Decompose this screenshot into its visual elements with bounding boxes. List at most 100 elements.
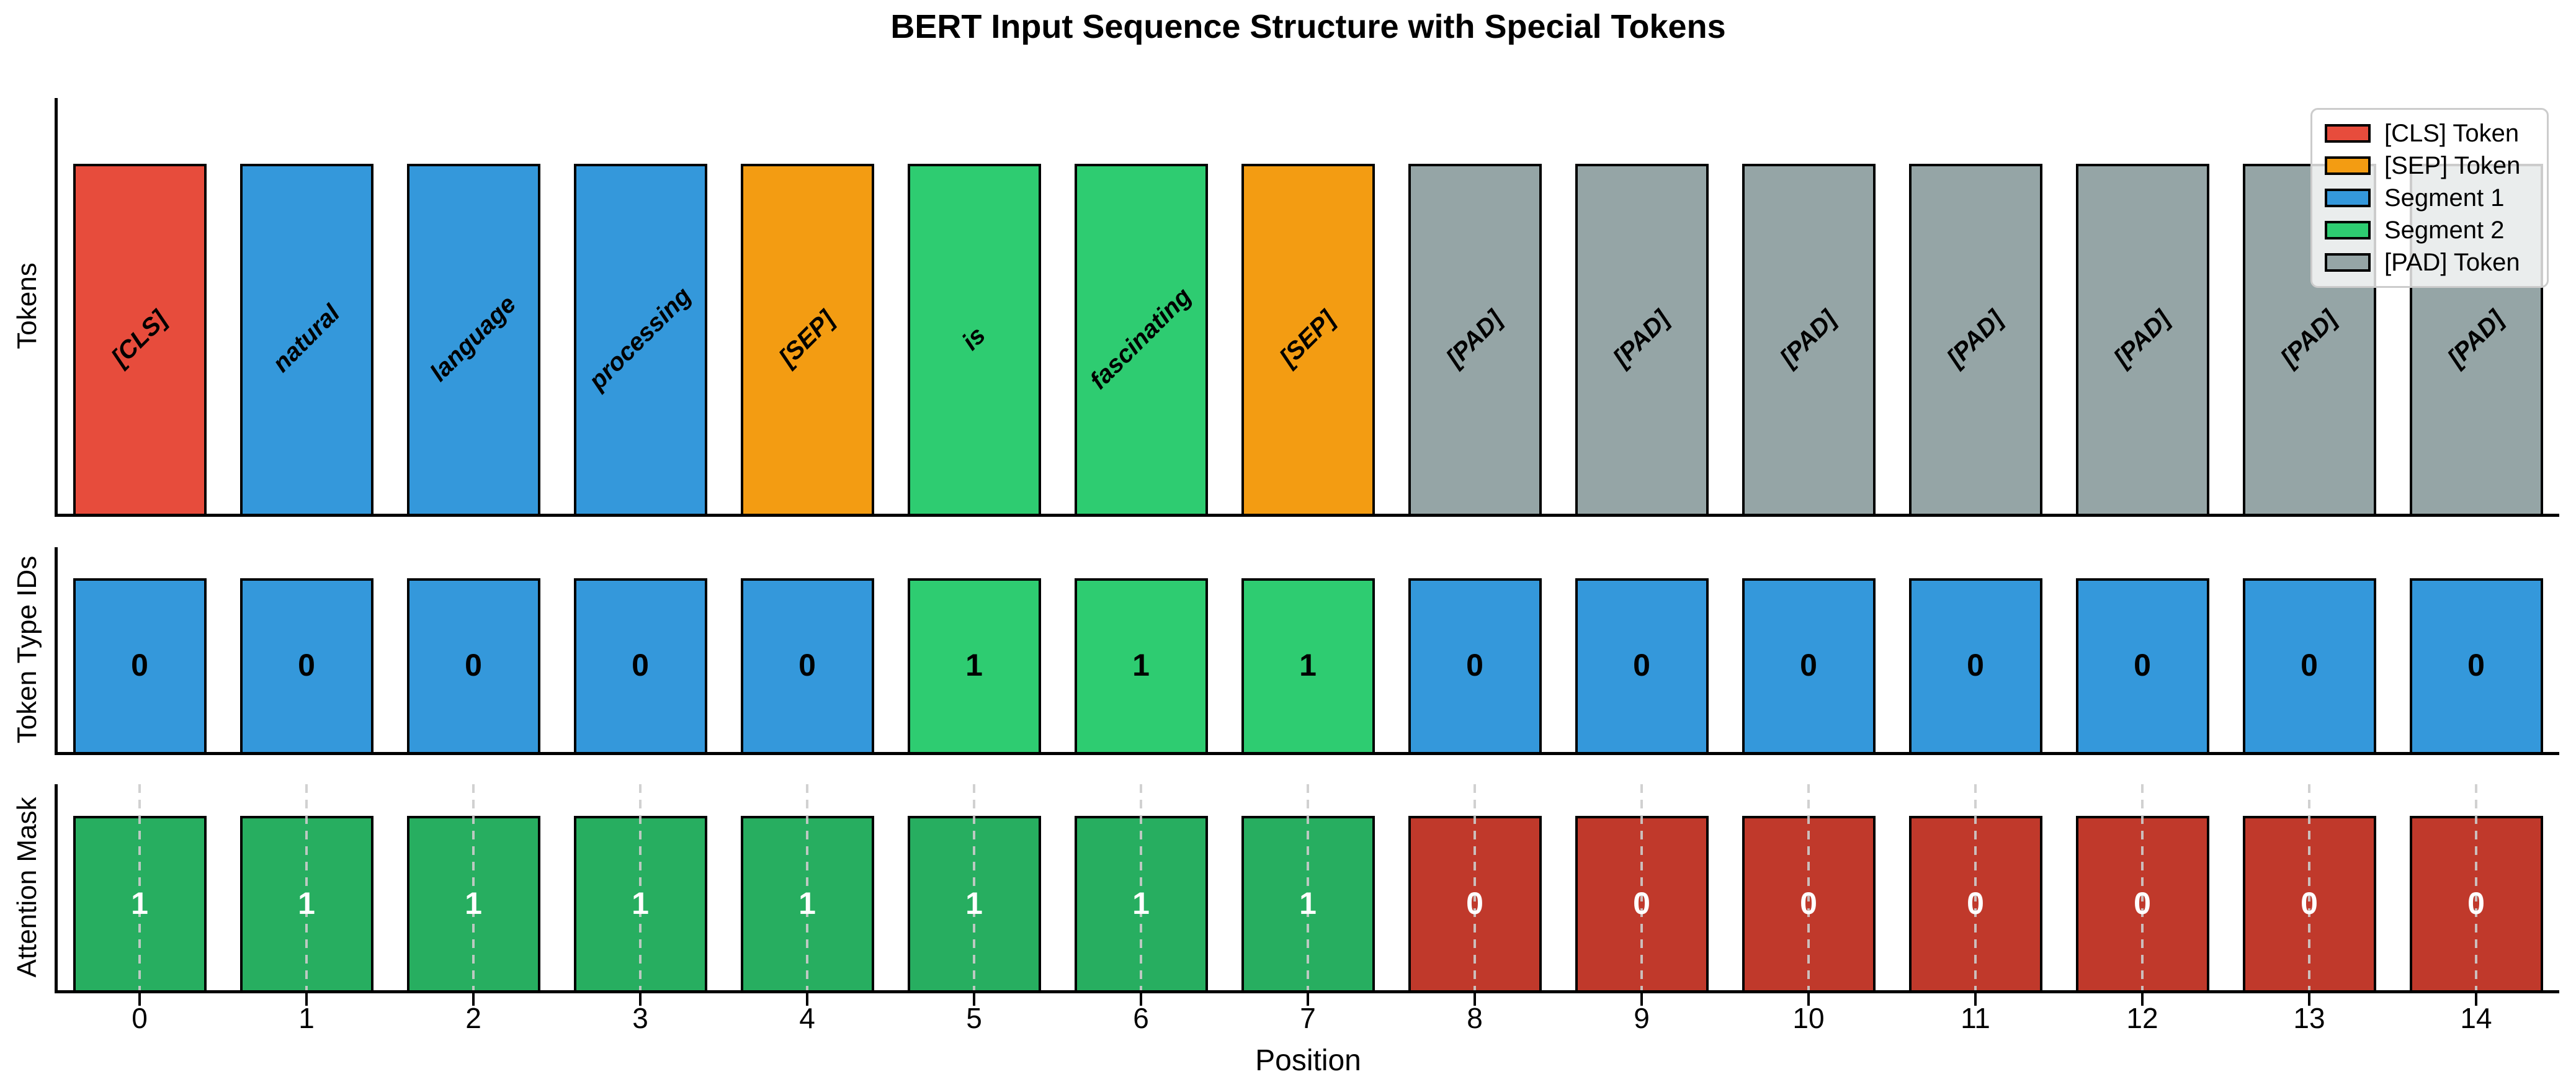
gridline bbox=[2141, 784, 2144, 990]
x-tick bbox=[806, 993, 808, 1006]
value-label: 1 bbox=[1299, 885, 1317, 921]
x-axis-line bbox=[55, 514, 2559, 517]
legend-label: Segment 2 bbox=[2384, 216, 2505, 244]
x-tick-label: 7 bbox=[1300, 1002, 1316, 1034]
x-axis-line bbox=[55, 752, 2559, 755]
legend-swatch bbox=[2325, 124, 2371, 143]
x-tick bbox=[1474, 993, 1476, 1006]
value-label: 0 bbox=[1466, 648, 1483, 682]
value-label: 0 bbox=[1466, 885, 1483, 921]
x-tick-label: 13 bbox=[2293, 1002, 2325, 1034]
gridline bbox=[973, 784, 975, 990]
x-tick-label: 8 bbox=[1467, 1002, 1483, 1034]
bar bbox=[406, 578, 540, 754]
bar bbox=[1241, 164, 1375, 516]
x-tick-label: 2 bbox=[465, 1002, 481, 1034]
legend-row: [PAD] Token bbox=[2325, 249, 2534, 276]
legend-label: [SEP] Token bbox=[2384, 151, 2521, 179]
value-label: 1 bbox=[1299, 648, 1317, 682]
x-tick-label: 6 bbox=[1133, 1002, 1149, 1034]
bar bbox=[1908, 164, 2042, 516]
x-tick bbox=[138, 993, 141, 1006]
x-tick-label: 1 bbox=[298, 1002, 315, 1034]
value-label: 0 bbox=[2134, 885, 2151, 921]
x-tick bbox=[639, 993, 642, 1006]
x-tick bbox=[2475, 993, 2477, 1006]
value-label: 1 bbox=[965, 885, 983, 921]
value-label: 0 bbox=[298, 648, 315, 682]
bar bbox=[1074, 164, 1208, 516]
x-tick-label: 12 bbox=[2126, 1002, 2158, 1034]
value-label: 0 bbox=[465, 648, 482, 682]
x-tick-label: 3 bbox=[632, 1002, 648, 1034]
x-axis-label: Position bbox=[1255, 1044, 1361, 1077]
x-tick-label: 4 bbox=[799, 1002, 815, 1034]
legend-label: Segment 1 bbox=[2384, 184, 2505, 212]
y-axis-spine bbox=[55, 784, 58, 993]
x-axis-line bbox=[55, 990, 2559, 993]
gridline bbox=[2475, 784, 2477, 990]
bar bbox=[73, 578, 207, 754]
value-label: 0 bbox=[1800, 885, 1817, 921]
x-tick bbox=[1307, 993, 1309, 1006]
bar bbox=[1408, 578, 1542, 754]
gridline bbox=[1140, 784, 1142, 990]
x-tick bbox=[305, 993, 308, 1006]
bar bbox=[1742, 578, 1876, 754]
gridline bbox=[1974, 784, 1977, 990]
gridline bbox=[1807, 784, 1810, 990]
value-label: 0 bbox=[2467, 885, 2485, 921]
legend-swatch bbox=[2325, 156, 2371, 175]
x-tick bbox=[1640, 993, 1643, 1006]
value-label: 1 bbox=[632, 885, 649, 921]
x-tick-label: 5 bbox=[966, 1002, 982, 1034]
value-label: 1 bbox=[131, 885, 148, 921]
gridline bbox=[138, 784, 141, 990]
bar bbox=[1074, 578, 1208, 754]
bar bbox=[2242, 578, 2376, 754]
value-label: 0 bbox=[2134, 648, 2151, 682]
legend-row: Segment 1 bbox=[2325, 184, 2534, 212]
bar bbox=[406, 164, 540, 516]
gridline bbox=[2308, 784, 2310, 990]
y-axis-spine bbox=[55, 547, 58, 755]
legend-swatch bbox=[2325, 189, 2371, 207]
x-tick bbox=[1974, 993, 1977, 1006]
bar bbox=[73, 164, 207, 516]
bar bbox=[239, 578, 373, 754]
legend-row: [SEP] Token bbox=[2325, 152, 2534, 179]
value-label: 0 bbox=[131, 648, 148, 682]
value-label: 0 bbox=[632, 648, 649, 682]
bar bbox=[740, 164, 874, 516]
bar bbox=[1742, 164, 1876, 516]
bar bbox=[1408, 164, 1542, 516]
value-label: 0 bbox=[1967, 885, 1984, 921]
x-tick-label: 14 bbox=[2460, 1002, 2492, 1034]
gridline bbox=[1307, 784, 1309, 990]
bar bbox=[740, 578, 874, 754]
gridline bbox=[1474, 784, 1476, 990]
bar bbox=[2075, 578, 2209, 754]
value-label: 0 bbox=[1967, 648, 1984, 682]
value-label: 1 bbox=[1132, 885, 1150, 921]
gridline bbox=[639, 784, 642, 990]
legend-swatch bbox=[2325, 221, 2371, 239]
value-label: 1 bbox=[1132, 648, 1150, 682]
x-tick bbox=[1140, 993, 1142, 1006]
bar bbox=[573, 164, 707, 516]
x-tick bbox=[2141, 993, 2144, 1006]
x-tick-label: 9 bbox=[1634, 1002, 1650, 1034]
legend-label: [PAD] Token bbox=[2384, 248, 2520, 276]
legend-row: [CLS] Token bbox=[2325, 120, 2534, 147]
bar bbox=[2075, 164, 2209, 516]
legend-row: Segment 2 bbox=[2325, 217, 2534, 244]
value-label: 1 bbox=[798, 885, 816, 921]
value-label: 1 bbox=[465, 885, 482, 921]
bar bbox=[573, 578, 707, 754]
bar bbox=[907, 164, 1041, 516]
value-label: 0 bbox=[798, 648, 816, 682]
x-tick-label: 10 bbox=[1792, 1002, 1825, 1034]
